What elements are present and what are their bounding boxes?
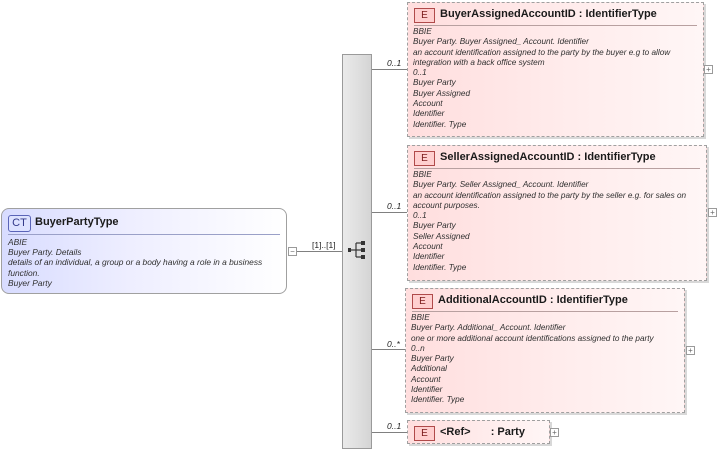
expand-icon[interactable]: + xyxy=(708,208,717,217)
connector-line xyxy=(372,69,407,70)
element-box-party-ref[interactable]: E <Ref> : Party xyxy=(407,420,550,444)
divider xyxy=(414,168,700,169)
annotation-line: Identifier xyxy=(413,252,445,262)
element-type: : IdentifierType xyxy=(578,8,657,20)
complex-type-name: BuyerPartyType xyxy=(35,216,119,228)
annotation-line: Account xyxy=(411,374,441,384)
annotation-line: Buyer Party xyxy=(8,277,52,288)
annotation-line: 0..1 xyxy=(413,211,427,221)
element-box-seller-assigned-account-id[interactable]: E SellerAssignedAccountID : IdentifierTy… xyxy=(407,145,707,281)
annotation-line: Buyer Assigned xyxy=(413,88,471,98)
divider xyxy=(8,234,280,235)
complex-type-annotations: ABIE Buyer Party. Details details of an … xyxy=(8,237,282,288)
element-box-buyer-assigned-account-id[interactable]: E BuyerAssignedAccountID : IdentifierTyp… xyxy=(407,2,704,137)
annotation-line: Identifier. Type xyxy=(411,395,465,405)
element-title: <Ref> : Party xyxy=(440,425,525,440)
annotation-line: Buyer Party. Seller Assigned_ Account. I… xyxy=(413,180,589,190)
annotation-line: ABIE xyxy=(8,237,28,247)
annotation-line: Buyer Party. Details xyxy=(8,247,82,258)
element-badge: E xyxy=(414,426,435,441)
annotation-line: Identifier. Type xyxy=(413,262,467,272)
element-cardinality: 0..* xyxy=(387,339,400,349)
sequence-compositor-bar[interactable] xyxy=(342,54,372,449)
element-type: : Party xyxy=(490,426,525,438)
element-cardinality: 0..1 xyxy=(387,58,402,68)
annotation-line: an account identification assigned to th… xyxy=(413,47,671,67)
element-badge: E xyxy=(414,151,435,166)
connector-line xyxy=(372,349,405,350)
connector-line xyxy=(372,212,407,213)
element-ref-label: <Ref> xyxy=(440,426,471,438)
element-annotations: BBIE Buyer Party. Buyer Assigned_ Accoun… xyxy=(413,27,699,130)
annotation-line: Buyer Party xyxy=(413,78,456,88)
annotation-line: Identifier xyxy=(413,109,445,119)
divider xyxy=(412,311,678,312)
annotation-line: BBIE xyxy=(413,170,432,179)
annotation-line: 0..1 xyxy=(413,68,427,78)
annotation-line: BBIE xyxy=(411,313,430,322)
complex-type-badge: CT xyxy=(8,215,31,232)
element-name: BuyerAssignedAccountID xyxy=(440,8,576,20)
annotation-line: Buyer Party xyxy=(411,354,454,364)
divider xyxy=(414,25,697,26)
annotation-line: BBIE xyxy=(413,27,432,36)
annotation-line: Buyer Party. Additional_ Account. Identi… xyxy=(411,323,566,333)
connector-line xyxy=(297,251,342,252)
element-name: SellerAssignedAccountID xyxy=(440,151,575,163)
annotation-line: Additional xyxy=(411,364,447,374)
annotation-line: 0..n xyxy=(411,343,425,353)
element-cardinality: 0..1 xyxy=(387,421,402,431)
expand-icon[interactable]: + xyxy=(686,346,695,355)
sequence-icon[interactable] xyxy=(348,240,368,260)
element-title: AdditionalAccountID : IdentifierType xyxy=(438,293,628,308)
element-name: AdditionalAccountID xyxy=(438,294,547,306)
annotation-line: Account xyxy=(413,99,443,109)
element-cardinality: 0..1 xyxy=(387,201,402,211)
annotation-line: Seller Assigned xyxy=(413,231,470,241)
annotation-line: one or more additional account identific… xyxy=(411,333,654,343)
element-badge: E xyxy=(414,8,435,23)
annotation-line: Buyer Party xyxy=(413,221,456,231)
connector-line xyxy=(372,432,407,433)
expand-icon[interactable]: + xyxy=(550,428,559,437)
collapse-icon[interactable]: − xyxy=(288,247,297,256)
element-annotations: BBIE Buyer Party. Additional_ Account. I… xyxy=(411,313,680,406)
complex-type-box[interactable]: CT BuyerPartyType ABIE Buyer Party. Deta… xyxy=(1,208,287,294)
annotation-line: details of an individual, a group or a b… xyxy=(8,257,263,278)
element-annotations: BBIE Buyer Party. Seller Assigned_ Accou… xyxy=(413,170,702,273)
annotation-line: Identifier xyxy=(411,385,443,395)
annotation-line: an account identification assigned to th… xyxy=(413,190,687,210)
element-type: : IdentifierType xyxy=(549,294,628,306)
sequence-cardinality: [1]..[1] xyxy=(312,240,336,250)
element-box-additional-account-id[interactable]: E AdditionalAccountID : IdentifierType B… xyxy=(405,288,685,413)
expand-icon[interactable]: + xyxy=(704,65,713,74)
annotation-line: Identifier. Type xyxy=(413,119,467,129)
element-title: BuyerAssignedAccountID : IdentifierType xyxy=(440,7,657,22)
element-badge: E xyxy=(412,294,433,309)
annotation-line: Buyer Party. Buyer Assigned_ Account. Id… xyxy=(413,37,589,47)
element-title: SellerAssignedAccountID : IdentifierType xyxy=(440,150,656,165)
annotation-line: Account xyxy=(413,242,443,252)
element-type: : IdentifierType xyxy=(577,151,656,163)
